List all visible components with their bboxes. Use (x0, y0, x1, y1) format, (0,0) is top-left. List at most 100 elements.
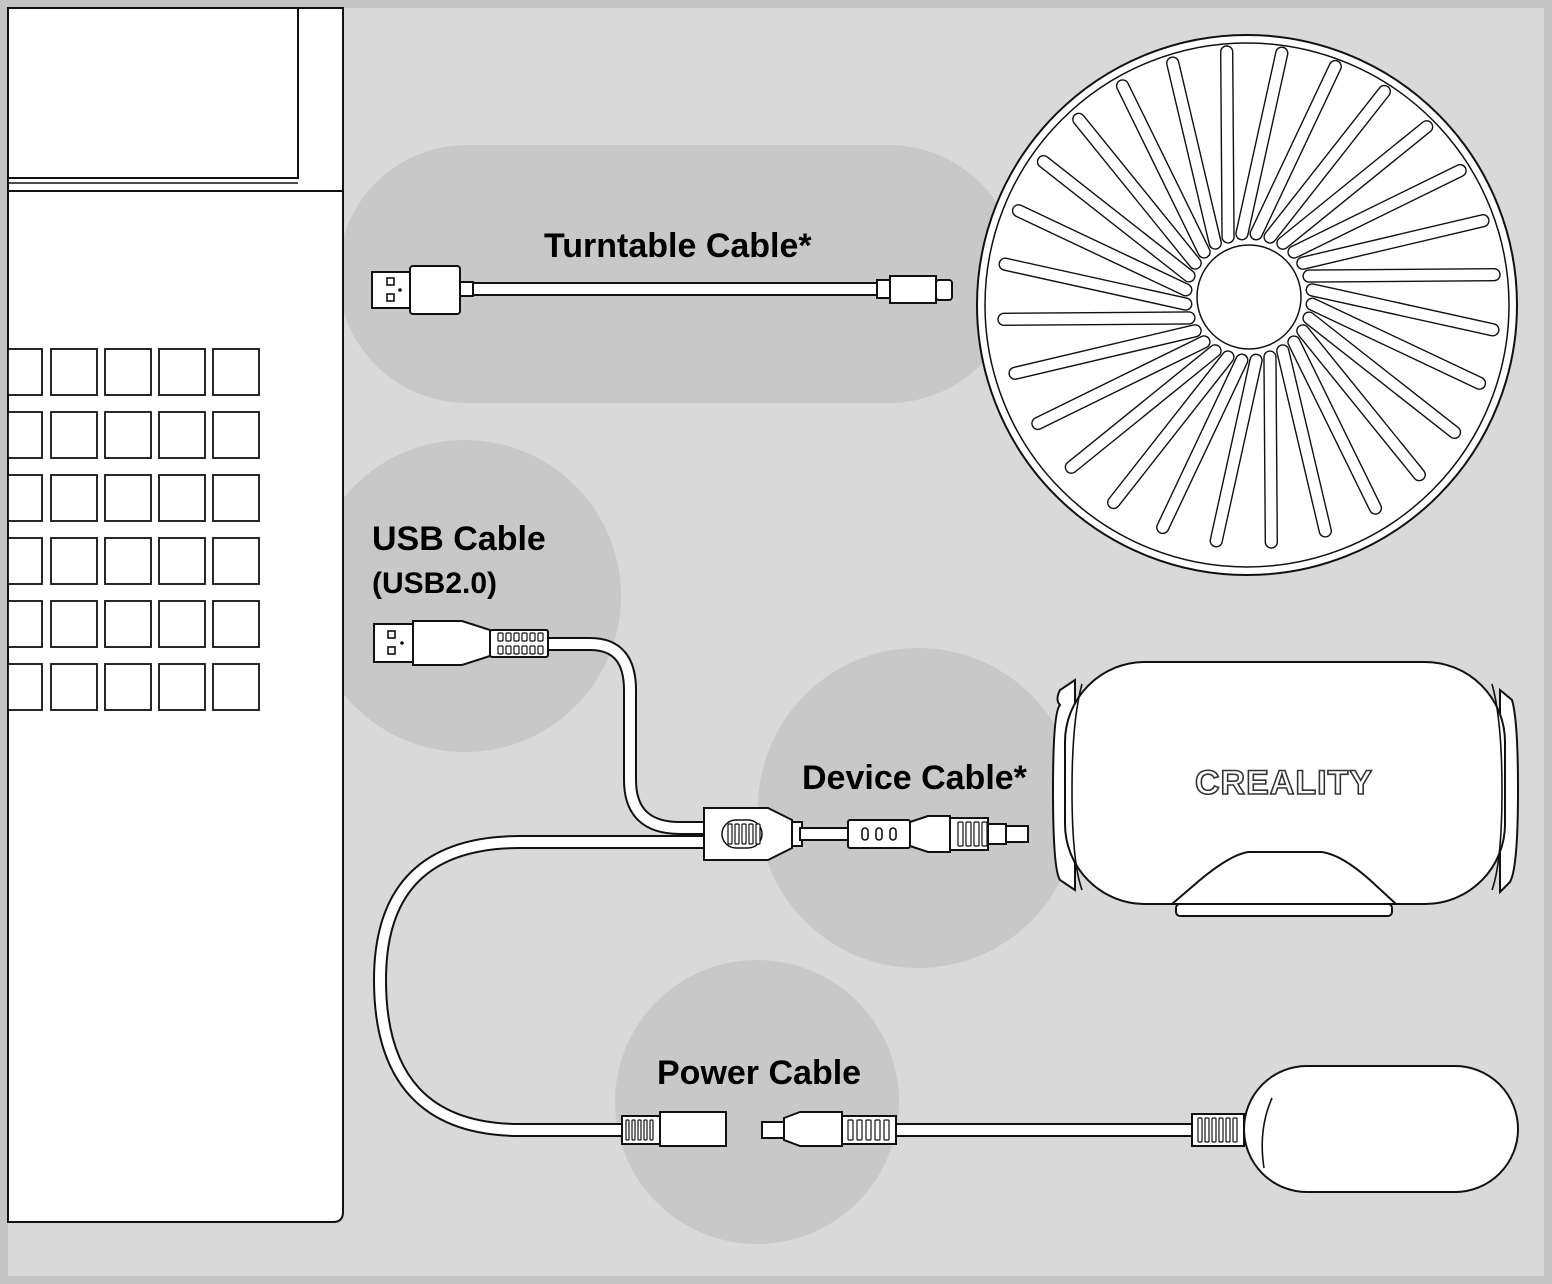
keyboard-key (7, 663, 43, 711)
dc-plug-grip (847, 1119, 890, 1141)
usb-a-plug-icon (373, 620, 549, 666)
keyboard-key (104, 411, 152, 459)
spoke-bar (1115, 79, 1211, 259)
power-lead (372, 835, 727, 1147)
turntable-spoke (998, 257, 1193, 311)
grip-rib (513, 645, 520, 655)
spoke-bar (1031, 335, 1211, 431)
turntable-spoke (1036, 154, 1196, 283)
spoke-bar (1287, 163, 1467, 259)
grip-rib (505, 632, 512, 642)
device-cable-label: Device Cable* (802, 759, 1028, 797)
grip-rib (741, 823, 747, 845)
spoke-bar (1305, 283, 1500, 337)
grip-rib (1225, 1117, 1231, 1143)
grip-rib (643, 1119, 648, 1141)
keyboard-key (50, 663, 98, 711)
grip-rib (883, 1119, 890, 1141)
keyboard-key (7, 474, 43, 522)
grip-rib (649, 1119, 654, 1141)
spoke-bar (1263, 350, 1279, 549)
turntable-spoke (1031, 335, 1211, 431)
power-cable (761, 1065, 1519, 1193)
keyboard-key (104, 348, 152, 396)
grip-rib (727, 823, 733, 845)
keyboard-key (50, 348, 98, 396)
device-cable (799, 815, 1029, 853)
spoke-bar (1072, 112, 1202, 270)
turntable-spoke (1072, 112, 1202, 270)
turntable-spoke (1296, 324, 1426, 482)
grip-rib (537, 632, 544, 642)
spoke-bar (1276, 120, 1434, 250)
turntable-icon (976, 34, 1518, 576)
dc-socket-icon (621, 1111, 727, 1147)
turntable-spoke (1008, 324, 1202, 380)
keyboard-key (7, 348, 43, 396)
laptop-icon (7, 7, 344, 1223)
scanner-device-icon: CREALITY (1051, 661, 1520, 917)
grip-rib (856, 1119, 863, 1141)
spoke-bar (1235, 46, 1289, 241)
keyboard-key (212, 411, 260, 459)
usb-c-plug-icon (876, 275, 953, 304)
spoke-bar (1302, 267, 1501, 283)
usb-cable-label: USB Cable (372, 520, 546, 558)
turntable-spoke (1276, 120, 1434, 250)
keyboard-key (50, 537, 98, 585)
grip-rib (537, 645, 544, 655)
grip-rib (748, 823, 754, 845)
grip-rib (631, 1119, 636, 1141)
grip-rib (874, 1119, 881, 1141)
spoke-bar (1156, 353, 1249, 535)
grip-rib (865, 1119, 872, 1141)
power-adapter-icon (1191, 1065, 1519, 1193)
keyboard-key (158, 474, 206, 522)
turntable-cable-label: Turntable Cable* (544, 227, 812, 265)
grip-rib (497, 645, 504, 655)
spoke-bar (1296, 214, 1490, 270)
usb-plug-grip (497, 632, 544, 655)
adapter-grip (1197, 1117, 1238, 1143)
spoke-bar (1263, 84, 1392, 244)
grip-rib (521, 645, 528, 655)
hub-grip (727, 823, 761, 845)
keyboard-key (158, 411, 206, 459)
spoke-bar (1296, 324, 1426, 482)
keyboard-key (7, 600, 43, 648)
turntable-spoke (1302, 267, 1501, 283)
keyboard-key (104, 600, 152, 648)
spoke-bar (1302, 311, 1462, 440)
turntable-spoke (997, 311, 1196, 327)
laptop-keyboard (7, 348, 260, 711)
turntable-spoke (1235, 46, 1289, 241)
keyboard-key (50, 411, 98, 459)
turntable-spoke (1305, 297, 1487, 390)
grip-rib (1211, 1117, 1217, 1143)
turntable-cable-zone (338, 145, 1018, 403)
power-cable-zone (615, 960, 899, 1244)
spoke-bar (1305, 297, 1487, 390)
keyboard-key (7, 537, 43, 585)
spoke-bar (1036, 154, 1196, 283)
grip-rib (1232, 1117, 1238, 1143)
labels: Turntable Cable* USB Cable (USB2.0) Devi… (372, 227, 1028, 1092)
turntable-spoke (1115, 79, 1211, 259)
turntable-spoke (1263, 350, 1279, 549)
grip-rib (981, 821, 988, 847)
turntable-spoke (1011, 204, 1193, 297)
usb-a-plug-icon (371, 265, 474, 315)
turntable-spoke (1305, 283, 1500, 337)
grip-rib (1197, 1117, 1203, 1143)
keyboard-key (212, 600, 260, 648)
power-cable-label: Power Cable (657, 1054, 861, 1092)
spoke-bar (1219, 45, 1235, 244)
turntable-spoke (1276, 344, 1332, 538)
grip-rib (755, 823, 761, 845)
turntable-spokes (997, 45, 1501, 549)
spoke-bar (1011, 204, 1193, 297)
turntable-spoke (1064, 344, 1222, 474)
